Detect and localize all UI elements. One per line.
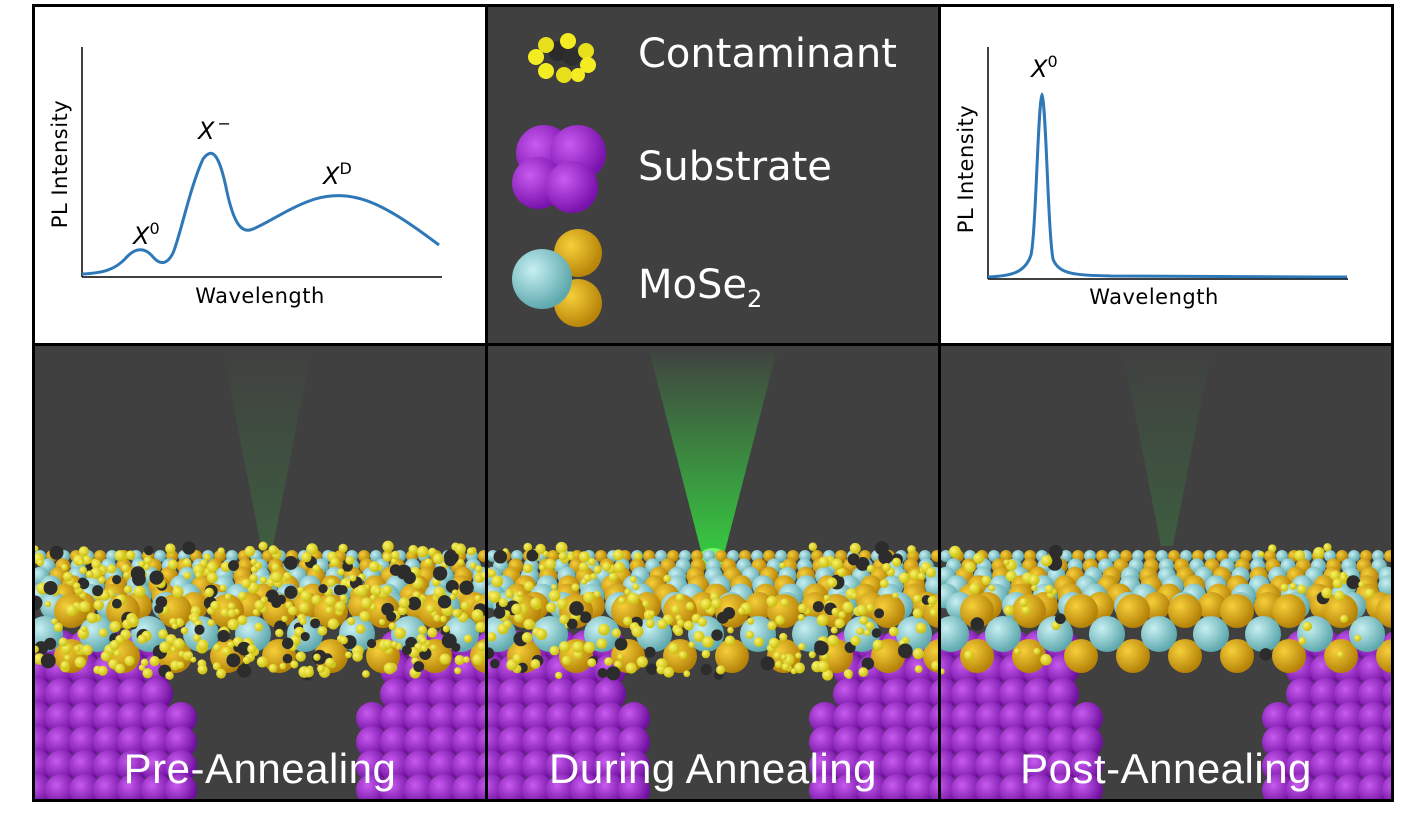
- pre-annealing-scene-panel: Pre-Annealing: [32, 343, 488, 802]
- post-annealing-pl-curve: [987, 91, 1348, 279]
- contaminant-molecules: [941, 543, 1375, 675]
- mose2-unit-icon: [512, 229, 602, 327]
- contaminant-molecules: [488, 541, 938, 681]
- legend-item-substrate: Substrate: [488, 113, 938, 213]
- legend-label-contaminant: Contaminant: [638, 31, 897, 77]
- during-annealing-scene: [488, 346, 938, 799]
- pre-annealing-spectrum-chart: Wavelength PL Intensity X0 X− XD: [48, 47, 442, 308]
- legend-item-contaminant: Contaminant: [488, 7, 938, 107]
- legend-label-mose2: MoSe2: [638, 262, 763, 313]
- laser-beam: [648, 346, 778, 578]
- pre-annealing-spectrum-panel: Wavelength PL Intensity X0 X− XD: [32, 4, 488, 346]
- post-annealing-scene-panel: Post-Annealing: [938, 343, 1394, 802]
- faint-laser-beam: [1122, 346, 1212, 546]
- contaminant-molecules: [35, 540, 485, 681]
- pre-annealing-label: Pre-Annealing: [123, 745, 397, 792]
- pre-annealing-pl-curve: [81, 151, 440, 276]
- legend-item-mose2: MoSe2: [488, 227, 938, 327]
- during-annealing-scene-panel: During Annealing: [485, 343, 941, 802]
- post-annealing-label: Post-Annealing: [1020, 745, 1312, 792]
- pre-annealing-scene: [35, 346, 485, 799]
- during-annealing-label: During Annealing: [549, 745, 877, 792]
- pre-annealing-xlabel: Wavelength: [195, 284, 325, 308]
- peak-label-x-minus: X−: [196, 114, 231, 145]
- post-annealing-scene: [941, 346, 1391, 799]
- post-annealing-xlabel: Wavelength: [1089, 285, 1219, 309]
- substrate-atom-icon: [512, 125, 606, 213]
- legend-panel: Contaminant Substrate: [485, 4, 941, 346]
- faint-laser-beam: [222, 346, 312, 546]
- peak-label-x0: X0: [131, 219, 160, 250]
- peak-label-xd: XD: [321, 159, 352, 190]
- post-annealing-spectrum-chart: Wavelength PL Intensity X0: [954, 47, 1348, 309]
- post-annealing-ylabel: PL Intensity: [954, 105, 978, 233]
- peak-label-x0: X0: [1029, 52, 1058, 83]
- pre-annealing-ylabel: PL Intensity: [48, 100, 72, 228]
- contaminant-molecule-icon: [528, 33, 596, 83]
- mose2-layer: [941, 550, 1391, 673]
- legend-label-substrate: Substrate: [638, 144, 832, 190]
- post-annealing-spectrum-panel: Wavelength PL Intensity X0: [938, 4, 1394, 346]
